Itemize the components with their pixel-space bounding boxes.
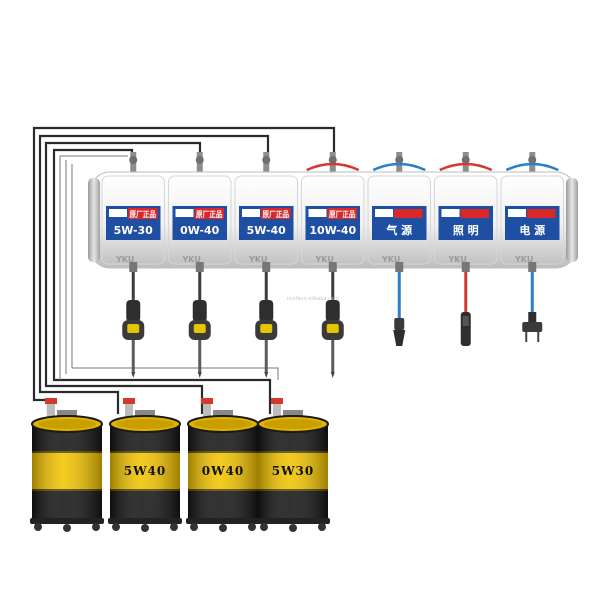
hose-drops [122, 272, 543, 378]
reel-label: 5W-40 [247, 224, 287, 237]
hose-guide [528, 262, 537, 272]
genuine-badge-text: 原厂正品 [263, 210, 290, 219]
reel-label: 10W-40 [309, 224, 356, 237]
inlet-fitting-7 [505, 152, 559, 172]
info-strip [109, 209, 127, 217]
supply-pipes [32, 126, 336, 414]
oil-drums: 5W40 0W40 5W30 [30, 398, 330, 532]
inlet-fitting-2 [195, 152, 204, 172]
oil-nozzle-3 [255, 272, 278, 378]
genuine-badge-text: 原厂正品 [130, 210, 157, 219]
info-strip [308, 209, 327, 217]
genuine-badge [327, 208, 357, 219]
oil-nozzle-1 [122, 272, 145, 378]
hose-guide [129, 262, 138, 272]
hose-guide [262, 262, 271, 272]
reel-module-6: 照 明 YKU [434, 175, 498, 272]
drum-label: 0W40 [202, 464, 245, 478]
reel-module-5: 气 源 YKU [367, 175, 431, 272]
hose-guide [195, 262, 204, 272]
info-strip [508, 209, 526, 217]
oil-drum-4: 5W30 [256, 398, 330, 532]
genuine-badge-text: 原厂正品 [196, 210, 223, 219]
reel-inlets [129, 152, 559, 172]
oil-drum-1 [30, 398, 104, 532]
brand-text: YKU [381, 255, 400, 264]
badge-stripe [527, 209, 556, 218]
reel-label: 电 源 [519, 223, 545, 237]
badge-stripe [394, 209, 423, 218]
brand-text: YKU [115, 255, 134, 264]
inlet-fitting-5 [372, 152, 426, 172]
drum-label: 5W30 [272, 464, 315, 478]
badge-stripe [460, 209, 489, 218]
inlet-fitting-6 [439, 152, 493, 172]
light-nozzle-6 [460, 272, 471, 346]
info-strip [441, 209, 460, 217]
reel-label: 5W-30 [114, 224, 154, 237]
genuine-badge-text: 原厂正品 [329, 210, 356, 219]
reel-modules: 原厂正品5W-30YKU原厂正品0W-40YKU原厂正品5W-40YKU原厂正品… [101, 175, 564, 272]
genuine-badge [261, 208, 291, 219]
power-nozzle-7 [522, 272, 543, 342]
oil-drum-3: 0W40 [186, 398, 260, 532]
oil-drum-2: 5W40 [108, 398, 182, 532]
hose-guide [395, 262, 404, 272]
hose-guide [461, 262, 470, 272]
reel-module-7: 电 源 YKU [500, 175, 564, 272]
reel-label: 0W-40 [180, 224, 220, 237]
drum-label: 5W40 [124, 464, 167, 478]
brand-text: YKU [514, 255, 533, 264]
oil-nozzle-2 [188, 272, 211, 378]
brand-text: YKU [315, 255, 334, 264]
reel-label: 气 源 [385, 223, 412, 237]
inlet-fitting-4 [306, 152, 360, 172]
inlet-fitting-3 [262, 152, 271, 172]
reel-label: 照 明 [453, 224, 479, 237]
brand-text: YKU [448, 255, 467, 264]
genuine-badge [194, 208, 224, 219]
air-nozzle-5 [393, 272, 406, 346]
inlet-fitting-1 [129, 152, 138, 172]
brand-text: YKU [182, 255, 201, 264]
watermark-text: ncsfaun.alibaba.com [287, 296, 339, 302]
info-strip [375, 209, 393, 217]
genuine-badge [128, 208, 158, 219]
hose-guide [328, 262, 337, 272]
info-strip [175, 209, 194, 217]
brand-text: YKU [248, 255, 267, 264]
oil-nozzle-4 [321, 272, 344, 378]
info-strip [242, 209, 260, 217]
